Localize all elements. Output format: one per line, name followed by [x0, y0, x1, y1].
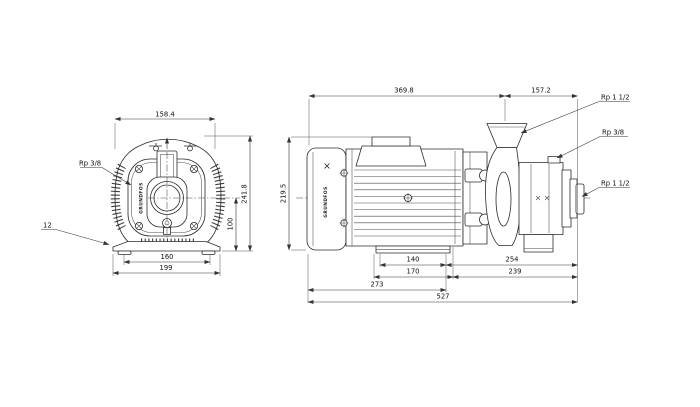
- front-base-thickness-label: 12: [43, 222, 52, 230]
- dim-front-center-height: 100: [227, 218, 235, 231]
- front-base-plate: [112, 241, 221, 252]
- dim-side-pad-to-port: 239: [509, 268, 522, 276]
- side-top-port-label: Rp 1 1/2: [601, 94, 630, 102]
- side-vent-port-leader: [556, 136, 628, 159]
- grundfos-logo-mark: [324, 163, 330, 169]
- dim-side-total-length: 527: [437, 293, 450, 301]
- dim-front-top-width: 158.4: [155, 111, 174, 119]
- side-discharge-port-label: Rp 1 1/2: [601, 180, 630, 188]
- dim-side-pad-length: 170: [407, 268, 420, 276]
- dim-front-foot-span: 160: [161, 253, 174, 261]
- dim-front-total-height: 241.8: [241, 184, 249, 203]
- side-inlet-funnel: [486, 123, 528, 148]
- dim-side-motor-length: 369.8: [394, 87, 413, 95]
- front-base-thickness-leader: [41, 229, 110, 245]
- side-tie-bolts: [339, 168, 349, 228]
- dim-side-foot-to-port: 254: [506, 256, 519, 264]
- front-view: GRUNDFOS: [110, 137, 240, 255]
- side-view: GRUNDFOS: [296, 123, 592, 254]
- side-extension-lines: [291, 99, 578, 303]
- front-flange-screws: [134, 164, 198, 230]
- side-view-dimensions: 369.8 157.2 219.5 140 254 170 239 273 52…: [280, 87, 630, 305]
- front-centerlines: [148, 152, 240, 238]
- front-side-port-label: Rp 3/8: [79, 160, 101, 168]
- dim-front-base-width: 199: [160, 264, 173, 272]
- dim-side-front-section: 273: [371, 281, 384, 289]
- front-lug-bolt-right: [187, 145, 193, 152]
- side-flange-section: [462, 151, 488, 245]
- side-vent-port-label: Rp 3/8: [602, 129, 624, 137]
- front-view-dimensions: 158.4 241.8 100 160 199 Rp 3/8 12: [41, 111, 253, 276]
- front-foot-pad-right: [201, 250, 216, 255]
- side-clamp-bolts: [464, 168, 491, 227]
- side-volute-chamber: [495, 171, 512, 227]
- side-top-port-leader: [520, 101, 630, 134]
- side-shaft-center-mark: [403, 193, 413, 203]
- side-volute: [485, 147, 521, 246]
- side-pump-foot: [523, 234, 554, 253]
- front-housing-outline: [114, 138, 222, 250]
- side-sleeve-lines: [530, 164, 550, 233]
- side-discharge-face: [575, 183, 585, 215]
- front-foot-pad-left: [117, 250, 132, 255]
- front-lug-bolt-left: [153, 145, 159, 152]
- side-terminal-box: [355, 145, 427, 167]
- side-discharge-port-leader: [581, 187, 630, 197]
- front-side-port-leader: [80, 167, 131, 186]
- dim-side-pump-length: 157.2: [531, 87, 550, 95]
- front-brand-text: GRUNDFOS: [139, 182, 145, 213]
- dim-side-foot-length: 140: [407, 256, 420, 264]
- side-motor-joints: [351, 149, 456, 246]
- side-vent-stub: [547, 156, 561, 164]
- side-centerline-ticks: [535, 195, 550, 201]
- side-terminal-box-top: [371, 136, 411, 147]
- dim-side-height: 219.5: [280, 184, 288, 203]
- front-top-lugs: [149, 143, 197, 147]
- side-sleeve: [518, 162, 564, 235]
- side-brand-text: GRUNDFOS: [323, 186, 329, 217]
